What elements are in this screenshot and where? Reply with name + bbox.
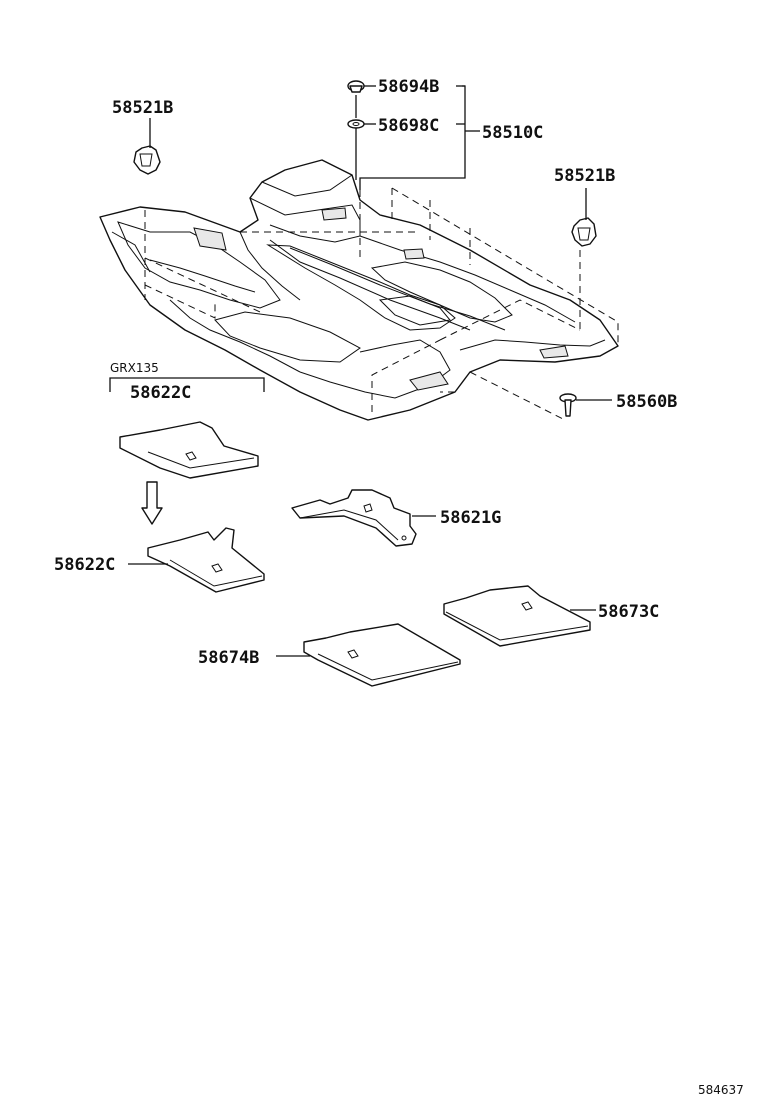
rear-center-mat: [291, 489, 436, 547]
washer-part: [347, 119, 376, 129]
callout-rear-left-mat: 58674B: [198, 648, 259, 668]
callout-fastener: 58560B: [616, 392, 677, 412]
floor-carpet-assembly: [99, 159, 619, 421]
clip-right-part: [571, 188, 597, 247]
variant-group-grx135: [109, 377, 265, 593]
fastener-part: [559, 393, 612, 417]
illustration-number: 584637: [698, 1083, 744, 1097]
callout-clip-right: 58521B: [554, 166, 615, 186]
rear-right-mat: [443, 585, 596, 647]
callout-carpet-assy: 58510C: [482, 123, 543, 143]
callout-cap: 58694B: [378, 77, 439, 97]
callout-clip-left: 58521B: [112, 98, 173, 118]
callout-variant-mat-bottom: 58622C: [54, 555, 115, 575]
rear-left-mat: [276, 623, 461, 687]
variant-group-label: GRX135: [110, 361, 159, 375]
cap-part: [347, 80, 376, 93]
callout-rear-right-mat: 58673C: [598, 602, 659, 622]
callout-variant-mat-top: 58622C: [130, 383, 191, 403]
clip-left-part: [133, 118, 161, 175]
carpet-assy-leader: [355, 85, 480, 190]
callout-washer: 58698C: [378, 116, 439, 136]
callout-rear-center-mat: 58621G: [440, 508, 501, 528]
